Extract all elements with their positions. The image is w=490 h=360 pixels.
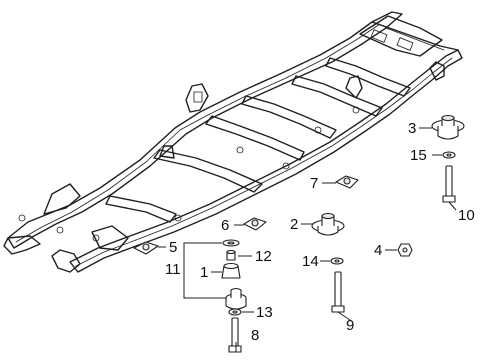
part-9-bolt (331, 271, 345, 313)
frame-crossmember-6 (325, 57, 411, 97)
frame-rear-plate (359, 15, 443, 57)
callout-13: 13 (256, 304, 273, 321)
callout-1: 1 (200, 264, 208, 281)
part-15-washer (442, 151, 456, 159)
frame-left-rail (7, 11, 403, 249)
frame-crossmember-4 (241, 95, 337, 139)
frame-crossmember-1 (105, 195, 177, 223)
callout-2: 2 (290, 216, 298, 233)
callout-6: 6 (221, 217, 229, 234)
part-6-nut-plate (243, 217, 267, 231)
callout-12: 12 (255, 248, 272, 265)
part-2-body-mount (311, 212, 345, 236)
vehicle-frame (3, 11, 463, 273)
part-11-upper-cushion (222, 239, 240, 247)
callout-15: 15 (410, 147, 427, 164)
part-11-lower-cushion (225, 287, 247, 310)
part-13-washer (228, 308, 242, 316)
part-8-bolt (228, 317, 242, 353)
part-1-body-mount-cushion (221, 262, 241, 279)
callout-4: 4 (374, 242, 382, 259)
frame-right-rail (69, 49, 463, 273)
frame-crossmember-5 (291, 75, 383, 117)
callout-9: 9 (346, 317, 354, 334)
callout-11: 11 (165, 261, 181, 278)
part-12-cushion (226, 249, 236, 261)
callout-14: 14 (302, 253, 319, 270)
callout-10: 10 (458, 207, 475, 224)
part-3-body-mount-upper (431, 114, 465, 140)
callout-labels: 3 15 10 7 6 5 2 4 14 9 12 11 1 13 8 (165, 120, 475, 344)
frame-crossmember-3 (205, 115, 305, 161)
leader-lines (158, 127, 457, 352)
frame-front-horn (3, 235, 41, 255)
part-4-nut (397, 243, 413, 257)
callout-7: 7 (310, 175, 318, 192)
part-5-nut-plate (133, 241, 159, 255)
callout-3: 3 (408, 120, 416, 137)
callout-5: 5 (169, 239, 177, 256)
part-14-washer (330, 257, 344, 265)
part-7-nut-plate (335, 175, 359, 189)
frame-crossmember-2 (153, 149, 263, 193)
callout-8: 8 (251, 327, 259, 344)
part-10-bolt (442, 165, 456, 203)
